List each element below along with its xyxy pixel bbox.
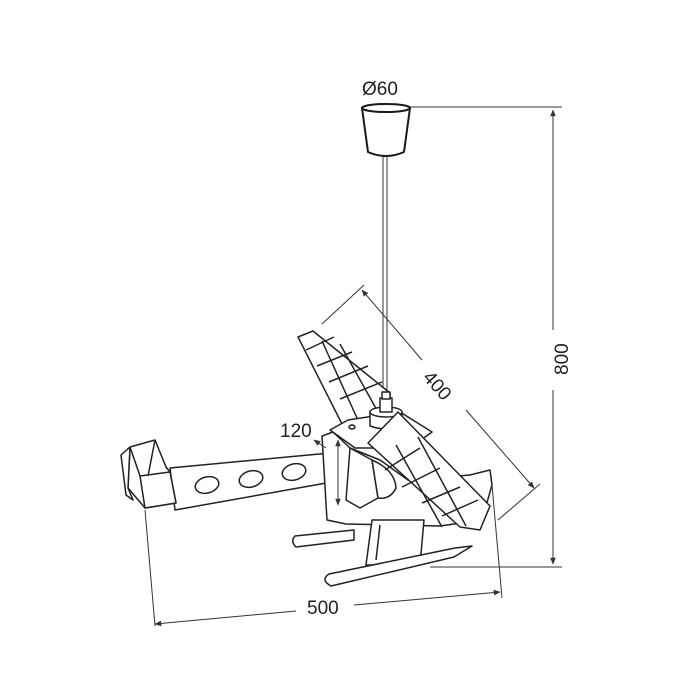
suspension-cable (382, 156, 388, 398)
tail-porthole (281, 462, 307, 482)
tail-porthole (238, 469, 264, 489)
dimension-body-height: 120 (280, 421, 341, 506)
landing-gear (292, 519, 473, 587)
hub-bolt (348, 424, 356, 430)
tail-fin (120, 439, 177, 509)
ceiling-canopy (361, 103, 411, 157)
dimension-label-canopy: Ø60 (362, 79, 398, 100)
dimension-label-length: 500 (307, 598, 339, 619)
main-rotor-blade (367, 411, 491, 531)
tail-boom (169, 452, 333, 511)
tail-porthole (194, 475, 220, 495)
dimension-total-height: 800 (410, 106, 573, 568)
dimension-label-height: 800 (552, 343, 573, 375)
dimension-label-rotor: 400 (418, 367, 455, 405)
dimension-total-length: 500 (144, 484, 503, 627)
dimension-canopy-diameter: Ø60 (362, 79, 398, 100)
dimension-label-body-height: 120 (280, 421, 312, 442)
